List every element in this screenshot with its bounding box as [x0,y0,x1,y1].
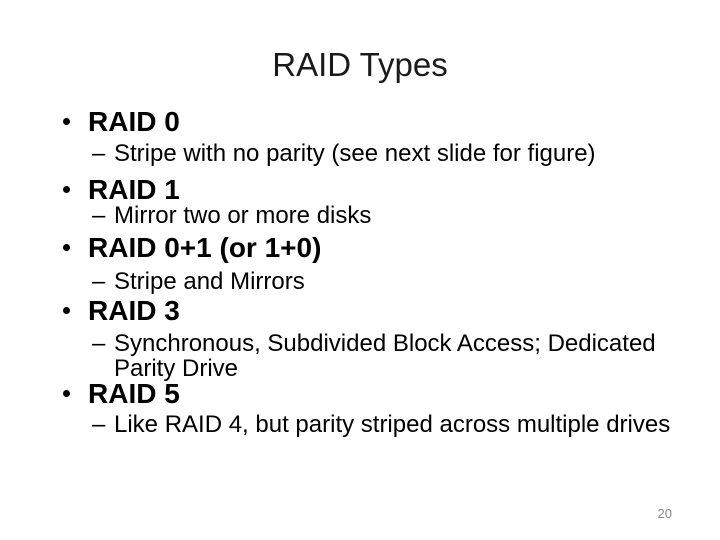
sub-bullet-text: Mirror two or more disks [114,202,372,229]
sub-bullet-text: Like RAID 4, but parity striped across m… [114,411,671,438]
dash-bullet-icon: – [92,140,106,167]
bullet-heading-label: RAID 3 [88,295,180,326]
bullet-heading-raid01: RAID 0+1 (or 1+0) [63,234,321,262]
sub-bullet-raid1: – Mirror two or more disks [92,203,699,228]
bullet-heading-raid1: RAID 1 [63,176,180,204]
slide-title: RAID Types [272,46,448,83]
page-number: 20 [657,506,672,521]
sub-bullet-text: Synchronous, Subdivided Block Access; De… [114,330,656,382]
sub-bullet-text: Stripe and Mirrors [114,268,305,295]
bullet-dot-icon [63,244,70,251]
dash-bullet-icon: – [92,411,106,438]
bullet-heading-label: RAID 1 [88,174,180,205]
bullet-dot-icon [63,186,70,193]
dash-bullet-icon: – [92,268,106,295]
bullet-heading-raid5: RAID 5 [63,380,180,408]
sub-bullet-text: Stripe with no parity (see next slide fo… [114,140,596,167]
bullet-dot-icon [63,307,70,314]
bullet-heading-label: RAID 0 [88,106,180,137]
bullet-heading-raid3: RAID 3 [63,297,180,325]
bullet-heading-label: RAID 5 [88,378,180,409]
dash-bullet-icon: – [92,330,106,357]
bullet-heading-label: RAID 0+1 (or 1+0) [88,232,322,263]
bullet-dot-icon [63,390,70,397]
sub-bullet-raid0: – Stripe with no parity (see next slide … [92,141,699,166]
dash-bullet-icon: – [92,202,106,229]
bullet-dot-icon [63,118,70,125]
sub-bullet-raid5: – Like RAID 4, but parity striped across… [92,412,699,437]
sub-bullet-raid3: – Synchronous, Subdivided Block Access; … [92,331,699,381]
sub-bullet-raid01: – Stripe and Mirrors [92,269,699,294]
bullet-heading-raid0: RAID 0 [63,108,180,136]
